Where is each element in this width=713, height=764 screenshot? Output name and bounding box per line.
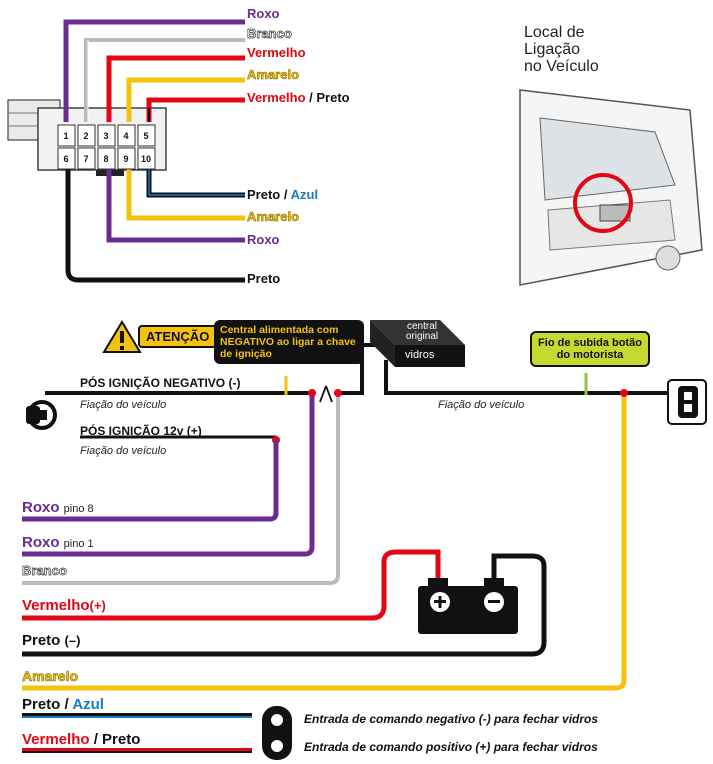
wire-preto: Preto (–) <box>22 632 81 649</box>
central-label: central original <box>405 321 439 342</box>
legend-desc-negativo: Entrada de comando negativo (-) para fec… <box>304 712 599 726</box>
location-title: Local de Ligação no Veículo <box>524 24 599 75</box>
wire-label-vermelho-preto: Vermelho / Preto <box>247 90 350 105</box>
wire-roxo-pino8: Roxo pino 8 <box>22 499 94 516</box>
legend-desc-positivo: Entrada de comando positivo (+) para fec… <box>304 740 598 754</box>
legend-vermelho-preto: Vermelho / Preto <box>22 731 141 748</box>
wire-label-preto: Preto <box>247 271 281 286</box>
wire-roxo-pino1: Roxo pino 1 <box>22 534 94 551</box>
pin-number: 9 <box>123 154 129 164</box>
pin-number: 5 <box>143 131 149 141</box>
cut-icon <box>319 385 333 403</box>
wire-label-roxo: Roxo <box>247 6 280 21</box>
wire-label-vermelho: Vermelho <box>247 45 306 60</box>
ignition-key-icon <box>26 400 57 430</box>
attention-label: ATENÇÃO <box>138 325 218 348</box>
pin-number: 1 <box>63 131 69 141</box>
legend-switch-icon <box>262 706 292 760</box>
wire-branco: Branco <box>22 563 67 579</box>
central-unit-icon <box>370 320 465 367</box>
wire-label-amarelo-2: Amarelo <box>247 209 300 225</box>
fiacao-label-1: Fiação do veículo <box>80 399 167 411</box>
wire-label-roxo-2: Roxo <box>247 232 280 247</box>
pos-ignicao-negativo-label: PÓS IGNIÇÃO NEGATIVO (-) <box>80 376 241 390</box>
pin-number: 7 <box>83 154 89 164</box>
central-vidros-label: vidros <box>405 349 435 361</box>
pin-number: 10 <box>140 154 151 164</box>
wire-label-amarelo: Amarelo <box>247 67 300 83</box>
fiacao-label-3: Fiação do veículo <box>438 399 525 411</box>
fio-motorista-label: Fio de subida botão do motorista <box>530 331 650 367</box>
pin-number: 6 <box>63 154 69 164</box>
battery-icon <box>418 578 518 634</box>
wire-amarelo: Amarelo <box>22 668 79 685</box>
window-switch-icon <box>667 379 707 425</box>
wire-label-preto-azul: Preto / Azul <box>247 187 319 202</box>
pos-ignicao-12v-label: PÓS IGNIÇÃO 12v (+) <box>80 424 202 438</box>
warning-icon <box>102 320 142 353</box>
wire-label-branco: Branco <box>247 26 292 42</box>
pin-number: 8 <box>103 154 109 164</box>
legend-preto-azul: Preto / Azul <box>22 696 104 713</box>
wire-vermelho: Vermelho(+) <box>22 597 106 614</box>
pin-number: 2 <box>83 131 89 141</box>
fiacao-label-2: Fiação do veículo <box>80 445 167 457</box>
pin-number: 4 <box>123 131 129 141</box>
car-door-icon <box>519 89 703 286</box>
pin-grid <box>57 124 156 170</box>
pin-number: 3 <box>103 131 109 141</box>
attention-callout: Central alimentada com NEGATIVO ao ligar… <box>214 320 364 364</box>
